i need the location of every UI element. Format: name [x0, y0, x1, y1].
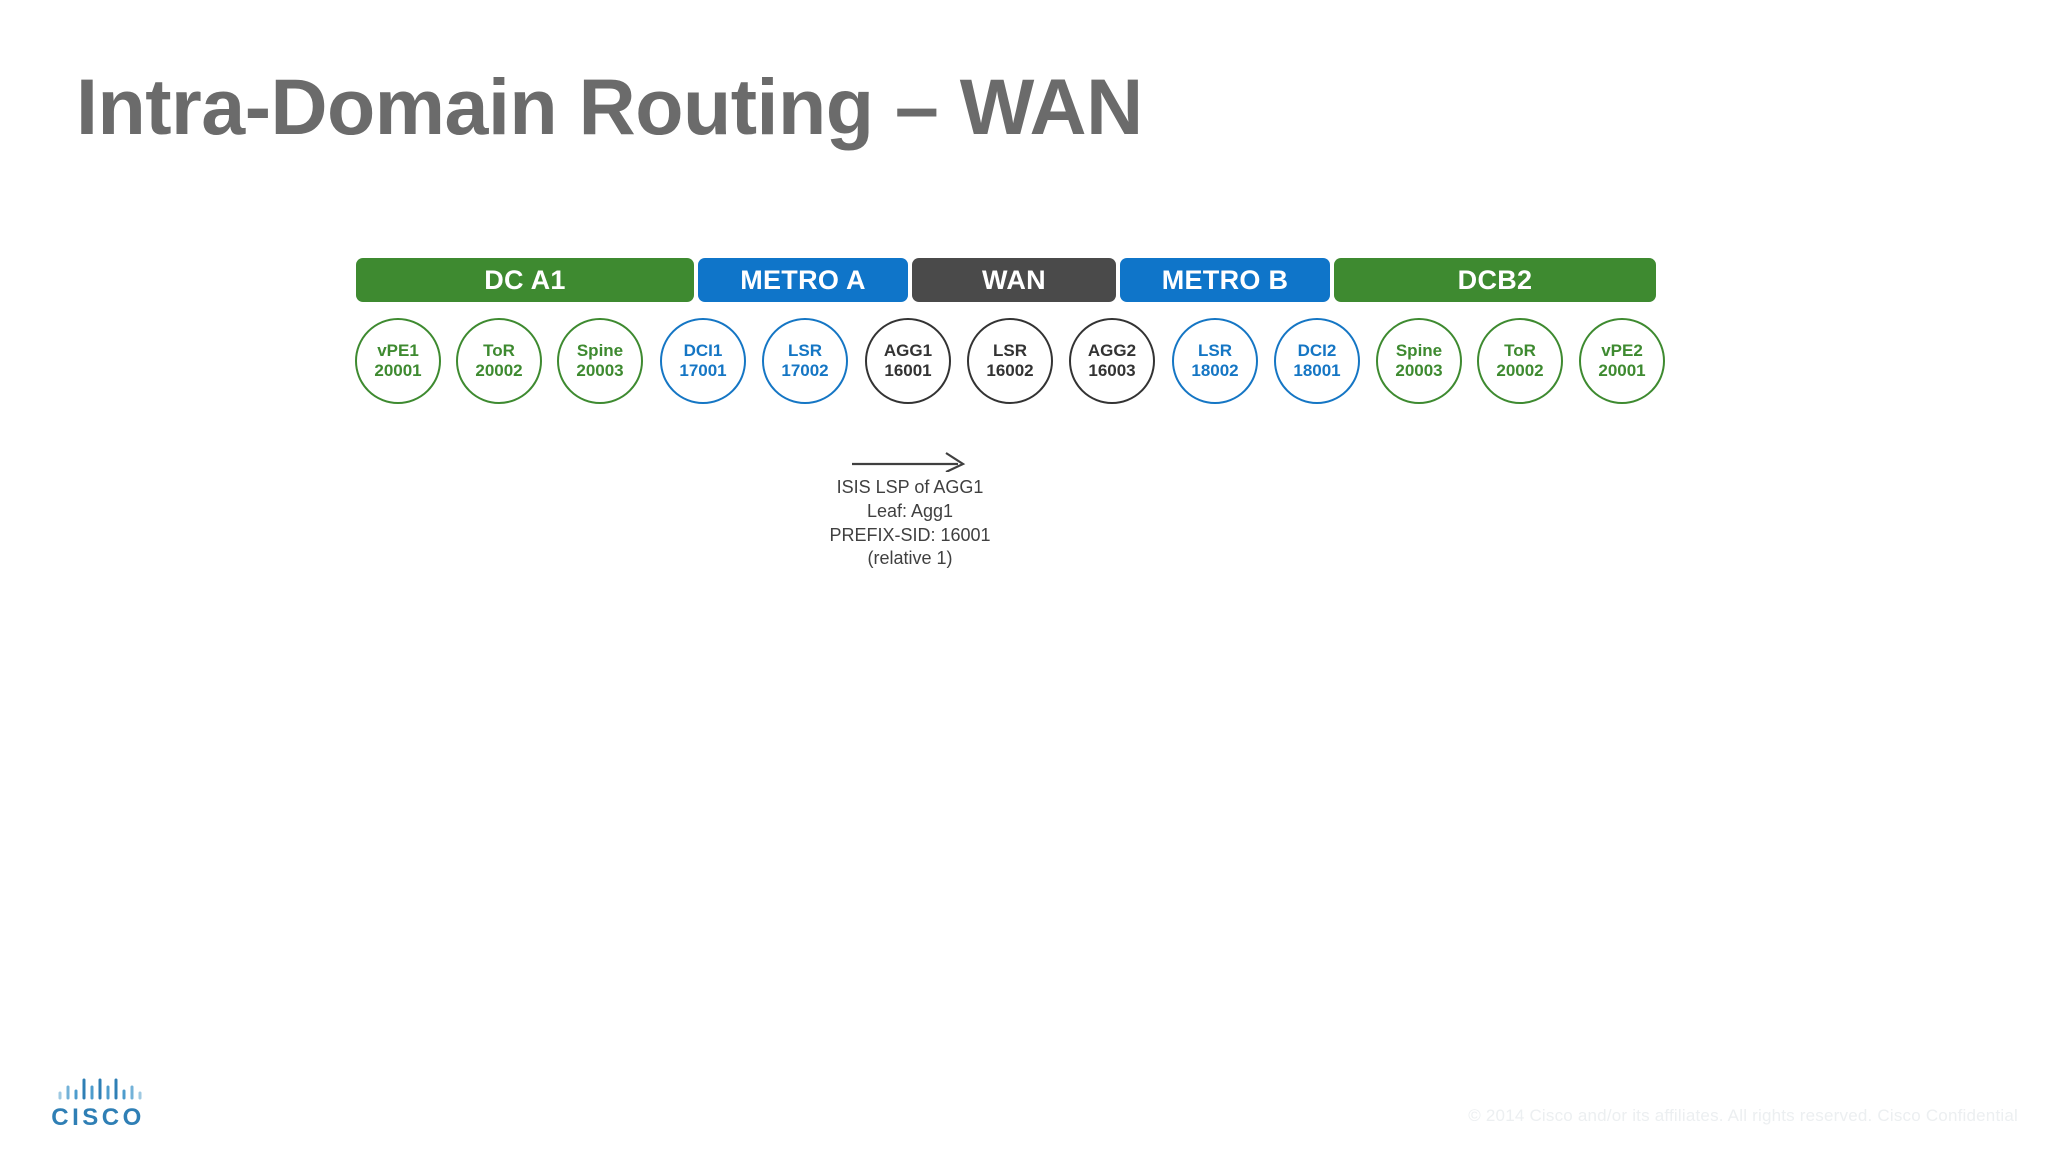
cisco-wordmark: CISCO: [51, 1104, 145, 1131]
domain-bar: METRO B: [1120, 258, 1330, 302]
domain-bar: DCB2: [1334, 258, 1656, 302]
node-label: vPE2: [1601, 340, 1643, 360]
node-label: AGG1: [883, 340, 933, 360]
node-label: ToR: [1504, 340, 1536, 360]
annotation-line: PREFIX-SID: 16001: [829, 524, 991, 545]
cisco-bridge-icon: [58, 1078, 142, 1100]
node-label: DCI1: [683, 340, 723, 360]
node-label: Spine: [576, 340, 624, 360]
node-sid: 17001: [679, 361, 727, 380]
node-label: DCI2: [1297, 340, 1337, 360]
node-sid: 20003: [576, 361, 624, 380]
node-label: LSR: [788, 340, 822, 360]
node-sid: 17002: [781, 361, 829, 380]
domain-bar-label: METRO A: [740, 264, 866, 295]
domain-bar-label: DC A1: [484, 264, 566, 295]
node-label: LSR: [993, 340, 1027, 360]
annotation-line: (relative 1): [867, 548, 953, 569]
node-label: vPE1: [377, 340, 419, 360]
node-label: AGG2: [1087, 340, 1137, 360]
node-sid: 18002: [1191, 361, 1239, 380]
node-sid: 20002: [1496, 361, 1544, 380]
node-sid: 20001: [1598, 361, 1646, 380]
arrow-right-icon: [852, 452, 966, 472]
domain-bar: WAN: [912, 258, 1116, 302]
footer-copyright: © 2014 Cisco and/or its affiliates. All …: [1468, 1106, 2018, 1125]
domain-bar: METRO A: [698, 258, 908, 302]
node-sid: 16002: [986, 361, 1034, 380]
domain-bar-row: DC A1 METRO A WAN METRO B DCB2: [356, 258, 1656, 302]
node-sid: 18001: [1293, 361, 1341, 380]
domain-bar-label: METRO B: [1161, 264, 1289, 295]
node-sid: 20001: [374, 361, 422, 380]
node-sid: 20003: [1395, 361, 1443, 380]
node-label: Spine: [1395, 340, 1443, 360]
node-label: LSR: [1198, 340, 1232, 360]
annotation-line: ISIS LSP of AGG1: [836, 477, 984, 497]
cisco-logo: CISCO: [38, 1072, 158, 1134]
page-title: Intra-Domain Routing – WAN: [76, 62, 1143, 151]
domain-bar-label: DCB2: [1457, 264, 1533, 295]
node-label: ToR: [483, 340, 515, 360]
node-sid: 16003: [1088, 361, 1136, 380]
node-sid: 16001: [884, 361, 932, 380]
domain-bar: DC A1: [356, 258, 694, 302]
node-sid: 20002: [475, 361, 523, 380]
domain-bar-label: WAN: [982, 264, 1046, 295]
annotation-line: Leaf: Agg1: [866, 500, 954, 521]
